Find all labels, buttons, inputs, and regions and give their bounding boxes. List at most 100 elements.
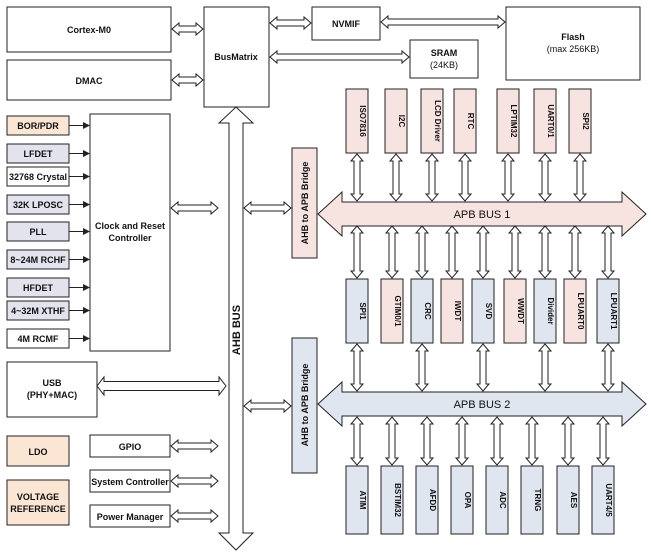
peripheral-label: SVD [484, 303, 493, 320]
clock-source-label: HFDET [23, 283, 53, 293]
peripheral-bus-arrow [349, 416, 365, 466]
peripheral-label: GTIM0/1 [393, 295, 402, 327]
clock-reset-label-line2: Controller [108, 233, 151, 243]
voltage-reference-block [6, 479, 70, 526]
dmac-label: DMAC [76, 76, 103, 86]
clock-source-arrowhead [83, 173, 90, 180]
peripheral-bus-arrow [388, 153, 404, 202]
clock-source-label: 4M RCMF [18, 334, 59, 344]
peripheral-bus-arrow [444, 225, 460, 279]
peripheral-label: AFDD [428, 489, 437, 511]
peripheral-bus-arrow [424, 153, 440, 202]
peripheral-box [415, 465, 439, 535]
ldo-block [6, 435, 70, 467]
gpio-ahb-arrow [170, 438, 219, 454]
ahb-bridge2-arrow [243, 398, 292, 414]
clock-source-arrowhead [83, 284, 90, 291]
clock-source-label: 4~32M XTHF [11, 306, 65, 316]
usb-label-line1: USB [42, 378, 62, 388]
peripheral-label: OPA [463, 492, 472, 509]
peripheral-bus-arrow [567, 225, 583, 279]
peripheral-label: SPI2 [581, 112, 590, 130]
peripheral-bus-arrow [560, 416, 576, 466]
gpio-block [89, 434, 171, 458]
peripheral-box [380, 278, 404, 344]
peripheral-label: I2C [397, 115, 406, 128]
system-controller-block [89, 469, 171, 493]
peripheral-label: LPTIM32 [509, 105, 518, 138]
ldo-label: LDO [29, 447, 48, 457]
peripheral-label: LPUART0 [576, 293, 585, 330]
peripheral-box [420, 88, 444, 154]
peripheral-label: RTC [466, 113, 475, 130]
busmatrix-sram-arrow [269, 49, 410, 65]
peripheral-bus-arrow [572, 153, 588, 202]
system-controller-ahb-arrow [170, 473, 219, 489]
peripheral-label: BSTIM32 [393, 483, 402, 517]
peripheral-bus2-arrow [349, 343, 365, 392]
peripheral-box [380, 465, 404, 535]
power-manager-label: Power Manager [97, 512, 164, 522]
clock-reset-controller-block [89, 113, 171, 352]
cortex-m0-block [6, 6, 172, 53]
peripheral-bus2-arrow [414, 343, 430, 392]
system-controller-label: System Controller [91, 477, 169, 487]
usb-ahb-arrow [96, 375, 227, 397]
peripheral-label: TRNG [533, 489, 542, 512]
nvmif-label: NVMIF [332, 19, 361, 29]
ahb-bus-label: AHB BUS [231, 305, 243, 355]
peripheral-label: Divider [546, 297, 555, 324]
bridge-1-label: AHB to APB Bridge [300, 162, 310, 245]
power-manager-block [89, 504, 171, 528]
peripheral-bus-arrow [489, 416, 505, 466]
peripheral-box [450, 465, 474, 535]
flash-label-line2: (max 256KB) [547, 44, 600, 54]
peripheral-box [520, 465, 544, 535]
clock-source-arrowhead [83, 150, 90, 157]
peripheral-box [503, 278, 527, 344]
clock-ahb-arrow [170, 200, 219, 216]
gpio-label: GPIO [119, 442, 142, 452]
peripheral-label: SPI1 [358, 302, 367, 320]
peripheral-bus-arrow [454, 416, 470, 466]
peripheral-box [596, 278, 620, 344]
clock-source-label: 32768 Crystal [9, 172, 67, 182]
busmatrix-nvmif-arrow [269, 15, 312, 31]
nvmif-block [311, 6, 381, 41]
peripheral-bus-arrow [500, 153, 516, 202]
peripheral-bus-arrow [600, 225, 616, 279]
clock-source-arrowhead [83, 256, 90, 263]
peripheral-bus-arrow [349, 225, 365, 279]
ahb-bus-arrow [217, 106, 255, 551]
usb-label-line2: (PHY+MAC) [27, 390, 77, 400]
peripheral-bus-arrow [457, 153, 473, 202]
cortex-m0-label: Cortex-M0 [67, 25, 111, 35]
peripheral-label: ISO7816 [358, 105, 367, 137]
peripheral-label: UART0/1 [546, 104, 555, 138]
peripheral-box [471, 278, 495, 344]
peripheral-box [568, 88, 592, 154]
peripheral-bus2-arrow [475, 343, 491, 392]
flash-block [505, 6, 641, 81]
apb-bus-1-label: APB BUS 1 [454, 209, 511, 221]
clock-reset-label-line1: Clock and Reset [95, 221, 165, 231]
peripheral-bus-arrow [507, 225, 523, 279]
apb-bus-2-arrow [317, 380, 647, 428]
ahb-apb-bridge-1 [291, 147, 318, 259]
busmatrix-block [203, 6, 270, 108]
sram-label-line2: (24KB) [430, 60, 458, 70]
sram-label-line1: SRAM [431, 48, 458, 58]
peripheral-box [345, 278, 369, 344]
peripheral-box [533, 278, 557, 344]
peripheral-bus2-arrow [537, 343, 553, 392]
clock-source-label: 8~24M RCHF [10, 255, 66, 265]
peripheral-box [440, 278, 464, 344]
peripheral-box [345, 465, 369, 535]
clock-source-label: PLL [30, 227, 48, 237]
bridge-2-label: AHB to APB Bridge [300, 364, 310, 447]
busmatrix-label: BusMatrix [214, 52, 258, 62]
peripheral-box [410, 278, 434, 344]
clock-source-label: LFDET [24, 149, 53, 159]
